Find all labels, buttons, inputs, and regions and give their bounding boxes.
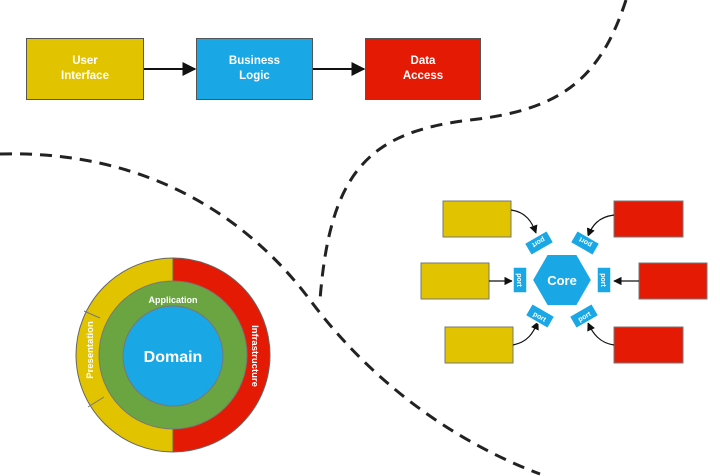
data-access-label: Data Access — [402, 55, 444, 82]
onion-domain-core — [122, 305, 224, 407]
connector-yellow-bottom — [512, 321, 539, 346]
adapter-red-bottom — [613, 326, 684, 364]
onion-divider-bottom — [87, 396, 105, 408]
domain-label: Domain — [144, 349, 203, 366]
core-label: Core — [547, 273, 577, 288]
user-interface-label: User Interface — [61, 55, 109, 82]
port-right: port — [596, 266, 612, 294]
port-bottom-left: port — [524, 302, 556, 330]
port-bottom-right: port — [568, 302, 600, 330]
port-label: port — [599, 273, 606, 287]
hexagonal-diagram: Core port port port port port port — [420, 200, 708, 364]
connector-yellow-top — [510, 209, 538, 234]
core-hexagon — [530, 253, 594, 307]
application-label: Application — [149, 295, 198, 305]
infrastructure-label: Infrastructure — [249, 325, 260, 387]
port-top-right: port — [569, 229, 601, 257]
adapter-yellow-middle — [420, 262, 490, 300]
divider-dashed-left — [0, 152, 541, 476]
port-top-left: port — [523, 229, 555, 257]
onion-diagram: Domain Application Presentation Infrastr… — [75, 257, 271, 453]
divider-dashed-right — [318, 0, 628, 301]
business-logic-label: Business Logic — [228, 55, 281, 82]
adapter-yellow-top — [442, 200, 512, 238]
business-logic-box: Business Logic — [196, 38, 313, 100]
port-label: port — [515, 273, 522, 287]
onion-divider-top — [83, 310, 101, 319]
adapter-yellow-bottom — [444, 326, 514, 364]
connector-red-top — [586, 214, 615, 237]
user-interface-box: User Interface — [26, 38, 144, 100]
adapter-red-top — [613, 200, 684, 238]
presentation-label: Presentation — [85, 321, 96, 379]
data-access-box: Data Access — [365, 38, 481, 100]
adapter-red-middle — [638, 262, 708, 300]
port-left: port — [512, 266, 528, 294]
connector-red-bottom — [587, 322, 615, 346]
